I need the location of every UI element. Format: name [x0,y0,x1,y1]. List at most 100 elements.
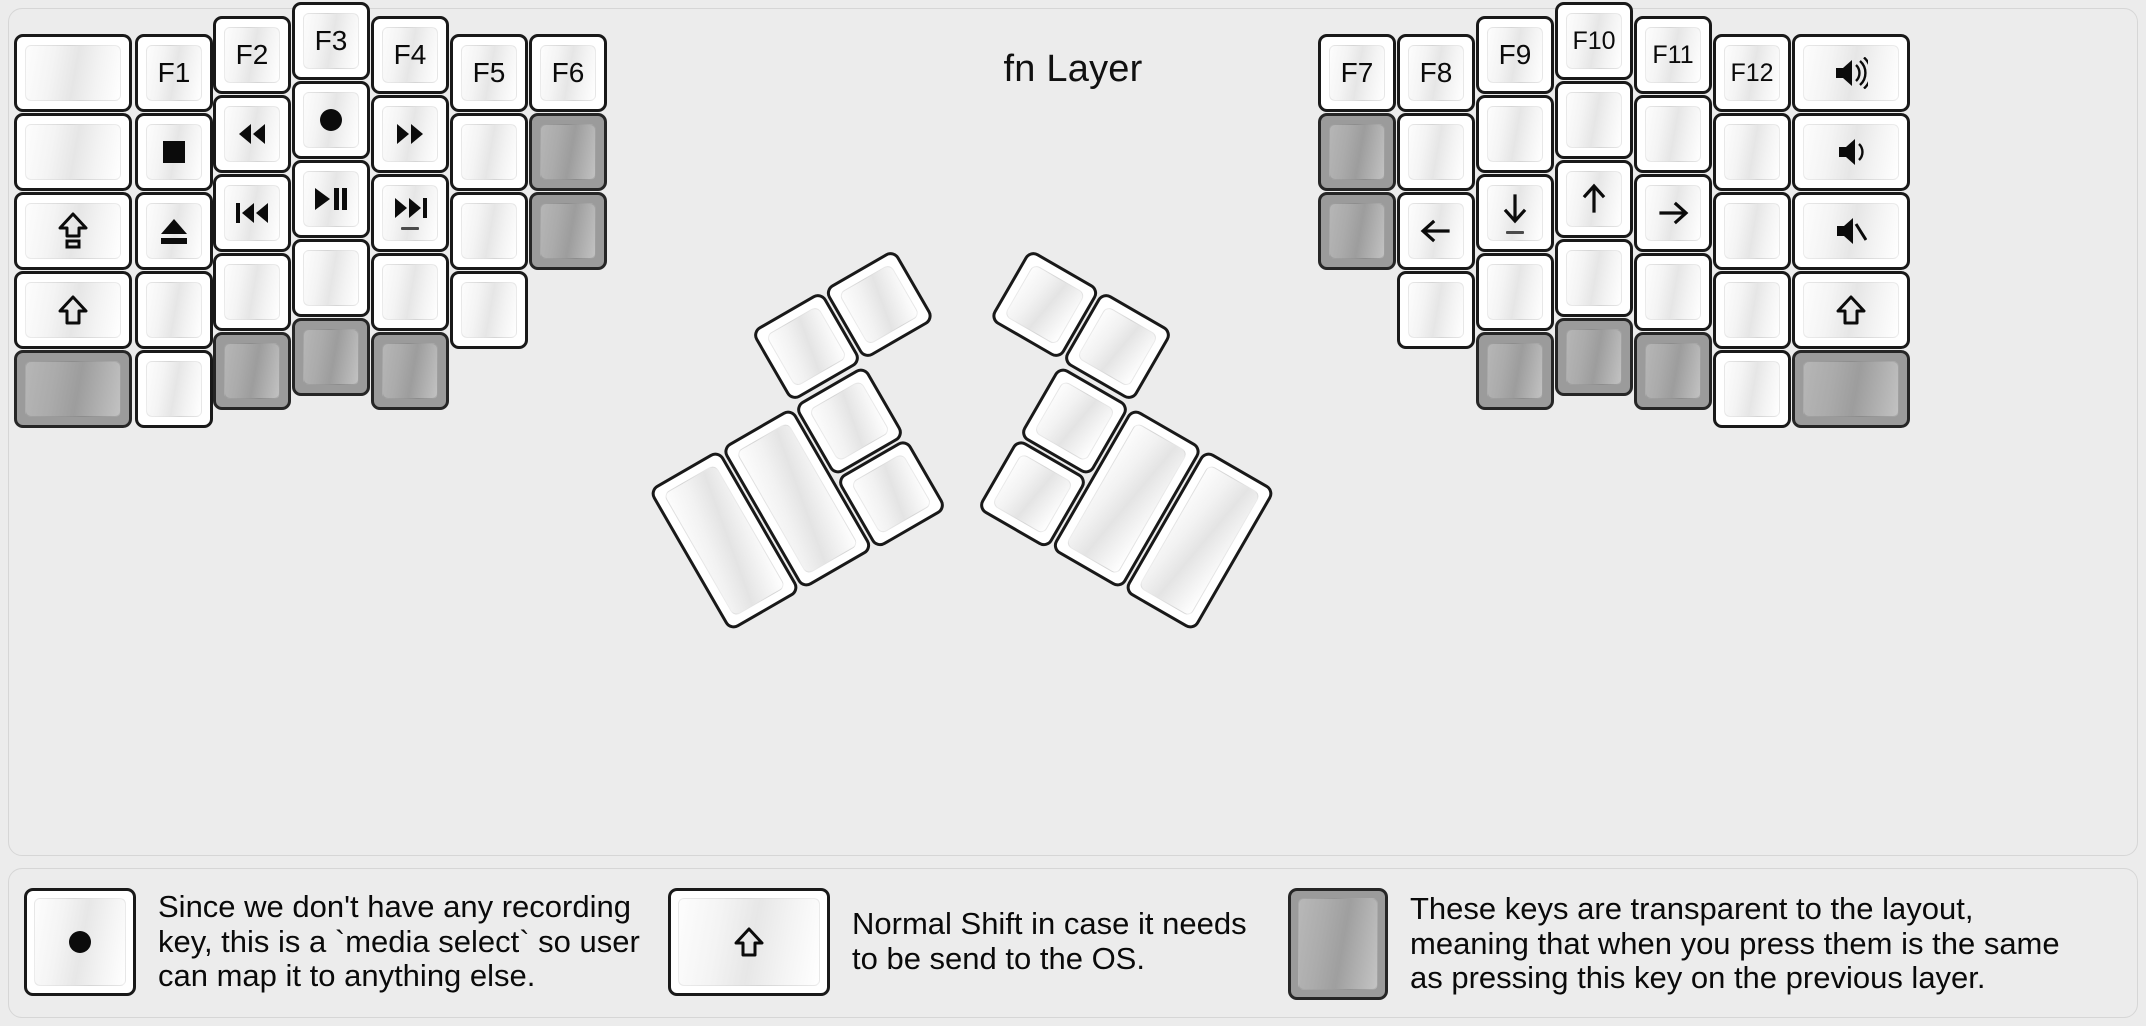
key-right-ring-3[interactable] [1634,174,1712,252]
key-face [1329,45,1385,101]
key-right-inner-most-2[interactable] [1318,113,1396,191]
legend-item-2: Normal Shift in case it needs to be send… [668,888,1282,996]
key-face [25,361,121,417]
key-left-pinky-outer-1[interactable] [14,34,132,112]
key-left-middle-1[interactable]: F3 [292,2,370,80]
key-right-middle-2[interactable] [1555,81,1633,159]
key-face [850,452,933,535]
key-right-ring-4[interactable] [1634,253,1712,331]
key-right-index-inner-4[interactable] [1397,271,1475,349]
key-right-middle-1[interactable]: F10 [1555,2,1633,80]
key-right-middle-5[interactable] [1555,318,1633,396]
key-face [1566,171,1622,227]
key-face [382,343,438,399]
key-right-pinky-outer-5[interactable] [1792,350,1910,428]
key-face [1408,124,1464,180]
key-face [540,124,596,180]
key-right-pinky-outer-2[interactable] [1792,113,1910,191]
key-face [765,305,848,388]
key-left-middle-2[interactable] [292,81,370,159]
key-right-ring-5[interactable] [1634,332,1712,410]
key-right-ring-2[interactable] [1634,95,1712,173]
key-face [838,263,921,346]
key-face [1487,343,1543,399]
key-left-pinky-outer-2[interactable] [14,113,132,191]
key-left-ring-5[interactable] [213,332,291,410]
legend-text-3: These keys are transparent to the layout… [1410,890,2060,996]
key-left-pinky-outer-4[interactable] [14,271,132,349]
key-face [25,124,121,180]
key-right-pinky-5[interactable] [1713,350,1791,428]
key-right-index-inner-1[interactable]: F8 [1397,34,1475,112]
key-right-index-2[interactable] [1476,95,1554,173]
key-left-index-inner-2[interactable] [450,113,528,191]
key-right-index-1[interactable]: F9 [1476,16,1554,94]
key-left-inner-most-1[interactable]: F6 [529,34,607,112]
key-left-inner-most-2[interactable] [529,113,607,191]
key-face [146,203,202,259]
key-right-pinky-outer-1[interactable] [1792,34,1910,112]
key-face [1724,203,1780,259]
key-right-inner-most-1[interactable]: F7 [1318,34,1396,112]
key-left-pinky-5[interactable] [135,350,213,428]
key-right-pinky-1[interactable]: F12 [1713,34,1791,112]
key-right-index-4[interactable] [1476,253,1554,331]
key-face [1566,329,1622,385]
key-left-index-3[interactable] [371,174,449,252]
key-face [1076,305,1159,388]
key-face [303,250,359,306]
key-right-pinky-3[interactable] [1713,192,1791,270]
key-left-index-4[interactable] [371,253,449,331]
key-left-index-inner-4[interactable] [450,271,528,349]
key-left-ring-2[interactable] [213,95,291,173]
key-face [1329,124,1385,180]
key-left-index-5[interactable] [371,332,449,410]
key-right-pinky-outer-3[interactable] [1792,192,1910,270]
key-right-middle-4[interactable] [1555,239,1633,317]
key-face [1487,106,1543,162]
key-left-middle-3[interactable] [292,160,370,238]
key-left-ring-1[interactable]: F2 [213,16,291,94]
key-left-pinky-1[interactable]: F1 [135,34,213,112]
key-right-inner-most-3[interactable] [1318,192,1396,270]
key-left-index-inner-1[interactable]: F5 [450,34,528,112]
key-face [1645,264,1701,320]
key-face [146,361,202,417]
key-left-pinky-2[interactable] [135,113,213,191]
key-left-index-1[interactable]: F4 [371,16,449,94]
key-face [303,329,359,385]
key-face [224,264,280,320]
key-face [303,171,359,227]
key-right-pinky-outer-4[interactable] [1792,271,1910,349]
key-right-ring-1[interactable]: F11 [1634,16,1712,94]
key-face [1566,13,1622,69]
key-left-pinky-outer-5[interactable] [14,350,132,428]
key-left-pinky-3[interactable] [135,192,213,270]
key-face [34,898,126,986]
key-right-pinky-4[interactable] [1713,271,1791,349]
legend-key-swatch-2 [668,888,830,996]
key-left-index-inner-3[interactable] [450,192,528,270]
key-left-middle-5[interactable] [292,318,370,396]
key-left-pinky-4[interactable] [135,271,213,349]
key-left-inner-most-3[interactable] [529,192,607,270]
key-left-ring-3[interactable] [213,174,291,252]
key-right-pinky-2[interactable] [1713,113,1791,191]
key-left-index-2[interactable] [371,95,449,173]
key-right-index-inner-3[interactable] [1397,192,1475,270]
key-left-middle-4[interactable] [292,239,370,317]
key-face [1803,282,1899,338]
key-right-middle-3[interactable] [1555,160,1633,238]
key-face [540,45,596,101]
key-face [1329,203,1385,259]
key-right-index-5[interactable] [1476,332,1554,410]
key-face [1408,203,1464,259]
key-face [1645,27,1701,83]
key-right-index-3[interactable] [1476,174,1554,252]
key-left-ring-4[interactable] [213,253,291,331]
key-face [1298,898,1378,990]
key-face [678,898,820,986]
key-left-pinky-outer-3[interactable] [14,192,132,270]
key-right-index-inner-2[interactable] [1397,113,1475,191]
